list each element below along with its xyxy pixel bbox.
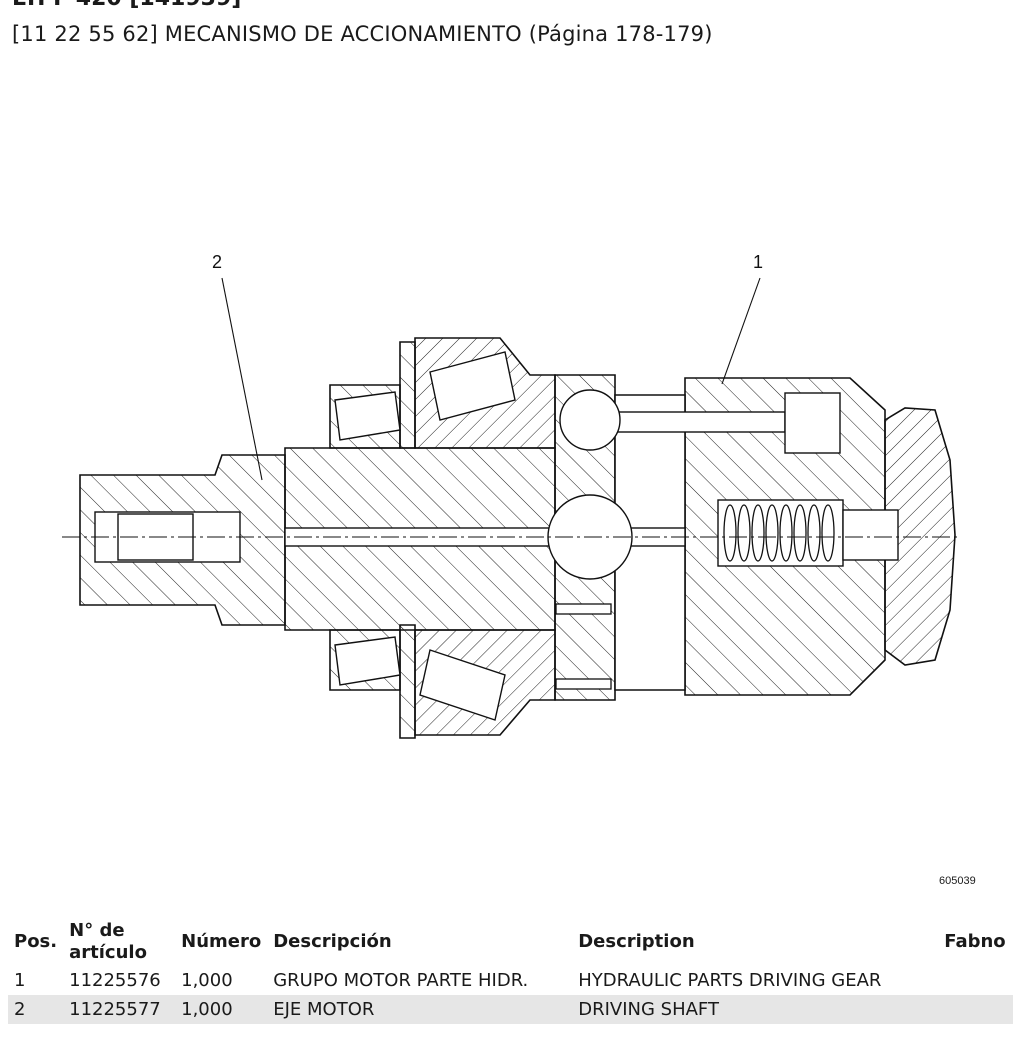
table-row: 1 11225576 1,000 GRUPO MOTOR PARTE HIDR.… [8, 966, 1013, 995]
row-number: 1,000 [175, 995, 268, 1024]
header-description-es: Descripción [273, 931, 392, 952]
header-fabno: Fabno [944, 931, 1006, 952]
header-description-en: Description [578, 931, 695, 952]
leader-1 [721, 277, 761, 385]
row-fabno [938, 995, 1013, 1024]
row-description-es: GRUPO MOTOR PARTE HIDR. [273, 970, 529, 991]
ball-upper [559, 389, 621, 451]
header-article-line1: N° de [69, 920, 125, 941]
upper-roller-right [429, 351, 516, 421]
lower-roller-right [419, 649, 506, 721]
row-number: 1,000 [181, 970, 233, 991]
row-pos: 1 [14, 970, 26, 991]
right-bore [842, 509, 899, 561]
table-row: 2 11225577 1,000 EJE MOTOR DRIVING SHAFT [8, 995, 1013, 1024]
spring [723, 504, 835, 562]
row-article: 11225577 [63, 995, 176, 1024]
header-pos: Pos. [14, 931, 58, 952]
header-number: Número [181, 931, 262, 952]
lower-roller-left [334, 636, 401, 686]
callout-1: 1 [753, 252, 763, 272]
callout-2: 2 [212, 252, 222, 272]
lower-flange [399, 624, 416, 739]
row-pos: 2 [8, 995, 64, 1024]
upper-roller-left [334, 391, 401, 441]
bolt-lower [555, 678, 612, 690]
header-article-line2: artículo [69, 942, 147, 963]
document-title: EH F 420 [141939] [12, 0, 241, 11]
drawing-id: 605039 [939, 875, 976, 887]
leader-2 [221, 277, 263, 481]
row-description-en: HYDRAULIC PARTS DRIVING GEAR [578, 970, 882, 991]
technical-drawing: 2 1 [62, 252, 960, 739]
row-description-es: EJE MOTOR [267, 995, 573, 1024]
upper-flange [399, 341, 416, 449]
row-article: 11225576 [69, 970, 161, 991]
bolt-upper [555, 603, 612, 615]
row-description-en: DRIVING SHAFT [572, 995, 939, 1024]
assembly-subtitle: [11 22 55 62] MECANISMO DE ACCIONAMIENTO… [12, 22, 713, 46]
row-fabno [938, 966, 1013, 995]
upper-chamber [784, 392, 841, 454]
